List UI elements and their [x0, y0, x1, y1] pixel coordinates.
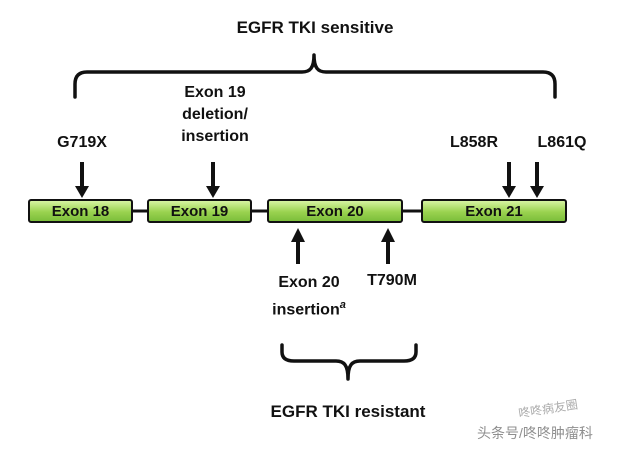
exon19-note-line1: Exon 19	[184, 84, 246, 101]
sensitive-bracket	[73, 53, 557, 99]
mutation-label-l858r: L858R	[449, 134, 499, 151]
exon20-insertion-up-arrow	[291, 228, 305, 264]
mutation-label-g719x: G719X	[57, 134, 107, 151]
resistant-title: EGFR TKI resistant	[270, 402, 426, 421]
mutation-label-exon20-insertion: Exon 20 insertiona	[253, 272, 365, 321]
mutation-label-exon19-deletion-insertion: Exon 19 deletion/ insertion	[155, 82, 275, 148]
exon20-insertion-word: insertion	[272, 301, 340, 319]
exon-box-21-label: Exon 21	[465, 202, 523, 220]
t790m-up-arrow	[381, 228, 395, 264]
exon19-note-line2: deletion/	[182, 106, 248, 123]
exon-box-20-label: Exon 20	[306, 202, 364, 220]
exon19-note-line3: insertion	[181, 128, 249, 145]
l861q-down-arrow	[530, 162, 544, 198]
exon20-insertion-footnote-superscript: a	[339, 299, 346, 311]
exon-box-19: Exon 19	[147, 199, 252, 223]
exon-box-21: Exon 21	[421, 199, 567, 223]
exon-box-19-label: Exon 19	[170, 202, 229, 220]
exon20-insertion-line1: Exon 20	[278, 274, 340, 291]
resistant-brace	[280, 343, 418, 381]
mutation-label-t790m: T790M	[367, 272, 417, 289]
exon-box-18: Exon 18	[28, 199, 133, 223]
mutation-label-l861q: L861Q	[537, 134, 587, 151]
l858r-down-arrow	[502, 162, 516, 198]
exon-box-18-label: Exon 18	[51, 202, 110, 220]
watermark-line2: 头条号/咚咚肿瘤科	[477, 425, 593, 441]
g719x-down-arrow	[75, 162, 89, 198]
sensitive-title: EGFR TKI sensitive	[236, 18, 394, 37]
exon-box-20: Exon 20	[267, 199, 403, 223]
exon20-insertion-line2: insertiona	[253, 294, 365, 321]
exon19-deletion-down-arrow	[206, 162, 220, 198]
